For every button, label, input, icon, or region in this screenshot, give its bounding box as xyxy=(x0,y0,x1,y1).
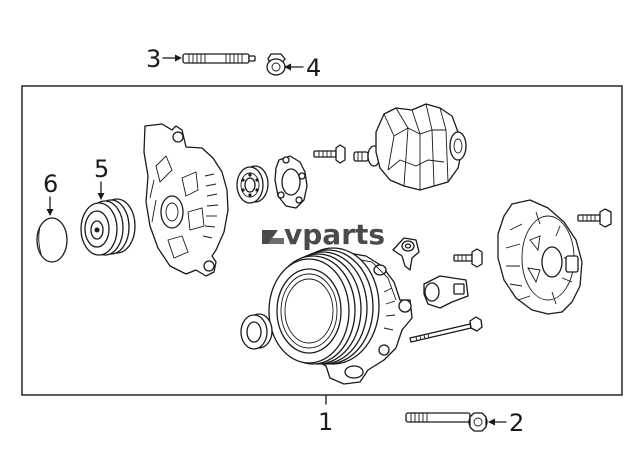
retainer-plate[interactable] xyxy=(274,155,308,209)
pulley-cap-6[interactable]: 6 xyxy=(36,170,68,263)
assembly-frame xyxy=(21,85,623,396)
callout-2-label: 2 xyxy=(509,409,524,437)
rotor[interactable] xyxy=(353,103,467,191)
watermark-text: vparts xyxy=(284,218,385,251)
watermark: vparts xyxy=(262,218,385,251)
front-housing[interactable] xyxy=(143,123,229,277)
nut-4[interactable]: 4 xyxy=(266,53,321,82)
alternator-assembly-1[interactable]: 1 xyxy=(268,247,413,436)
stud-3[interactable]: 3 xyxy=(146,45,256,73)
bearing[interactable] xyxy=(236,165,269,204)
pulley-5[interactable]: 5 xyxy=(80,155,136,256)
callout-4-label: 4 xyxy=(306,54,321,82)
retainer-screw[interactable] xyxy=(313,144,346,164)
rear-bolt[interactable] xyxy=(577,208,612,228)
rear-cover[interactable] xyxy=(497,199,583,315)
callout-3-label: 3 xyxy=(146,45,161,73)
callout-5-label: 5 xyxy=(94,155,109,183)
callout-6-label: 6 xyxy=(43,170,58,198)
mounting-bolt-2[interactable]: 2 xyxy=(405,409,524,437)
small-bolt[interactable] xyxy=(453,248,483,268)
terminal-insulator[interactable] xyxy=(392,237,420,271)
seal-ring[interactable] xyxy=(240,313,273,350)
callout-1-label: 1 xyxy=(318,408,333,436)
connector[interactable] xyxy=(423,275,469,309)
through-bolt[interactable] xyxy=(409,316,483,343)
